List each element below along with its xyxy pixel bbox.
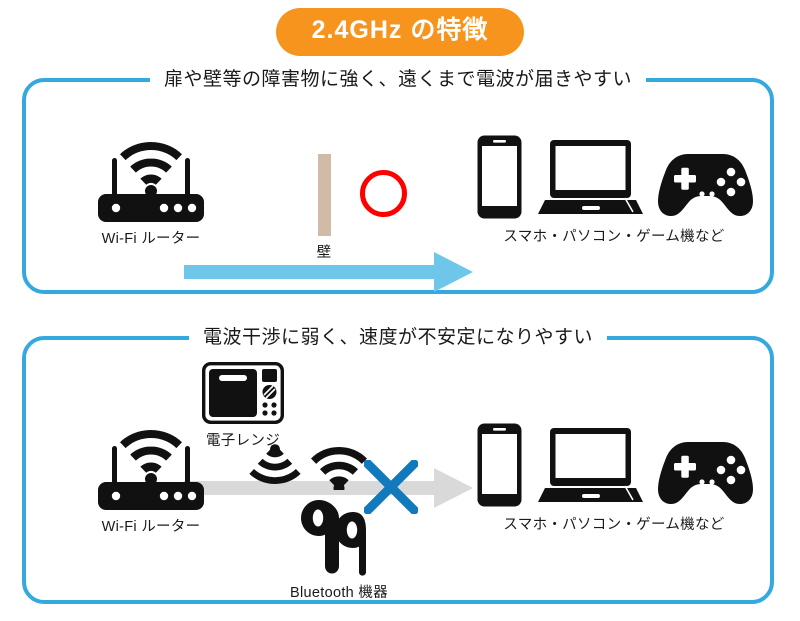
devices-node-disadvantage: スマホ・パソコン・ゲーム機など bbox=[466, 422, 762, 535]
panel-disadvantage-diagram: 電子レンジ bbox=[26, 340, 770, 603]
panel-advantage-diagram: 壁 bbox=[26, 82, 770, 292]
devices-node-advantage: スマホ・パソコン・ゲーム機など bbox=[466, 134, 762, 247]
x-mark-icon bbox=[364, 460, 418, 514]
panel-advantage: 扉や壁等の障害物に強く、遠くまで電波が届きやすい 壁 bbox=[22, 67, 774, 294]
microwave-oven-icon bbox=[202, 362, 284, 424]
router-node-disadvantage: Wi-Fi ルーター bbox=[66, 424, 236, 537]
gamepad-icon bbox=[657, 442, 753, 504]
earbuds-icon bbox=[301, 500, 366, 576]
smartphone-icon bbox=[477, 423, 521, 507]
smartphone-icon bbox=[477, 135, 521, 219]
router-node-advantage: Wi-Fi ルーター bbox=[66, 136, 236, 249]
signal-beam-arrow-gray bbox=[184, 468, 473, 508]
earbuds-node: Bluetooth 機器 bbox=[258, 498, 420, 603]
panel-disadvantage: 電波干渉に弱く、速度が不安定になりやすい 電 bbox=[22, 325, 774, 604]
earbuds-label: Bluetooth 機器 bbox=[290, 585, 388, 601]
wall-label: 壁 bbox=[316, 245, 332, 261]
device-icon-row-disadvantage bbox=[476, 422, 753, 508]
ok-circle-icon bbox=[360, 170, 407, 217]
interference-wave-down-icon bbox=[311, 447, 367, 490]
devices-label-advantage: スマホ・パソコン・ゲーム機など bbox=[503, 229, 725, 245]
signal-beam-arrow-cyan bbox=[184, 252, 473, 292]
router-label-disadvantage: Wi-Fi ルーター bbox=[101, 519, 201, 535]
wifi-router-icon bbox=[98, 430, 204, 510]
gamepad-icon bbox=[657, 154, 753, 216]
wall-icon bbox=[317, 154, 331, 236]
microwave-node: 電子レンジ bbox=[188, 362, 298, 451]
page-title: 2.4GHz の特徴 bbox=[275, 8, 525, 56]
wall-node: 壁 bbox=[294, 154, 354, 263]
title-bar: 2.4GHz の特徴 bbox=[0, 8, 800, 56]
interference-wave-up-icon bbox=[249, 444, 301, 484]
laptop-icon bbox=[537, 428, 643, 502]
laptop-icon bbox=[537, 140, 643, 214]
router-label-advantage: Wi-Fi ルーター bbox=[101, 231, 201, 247]
device-icon-row-advantage bbox=[476, 134, 753, 220]
wifi-router-icon bbox=[98, 142, 204, 222]
devices-label-disadvantage: スマホ・パソコン・ゲーム機など bbox=[503, 517, 725, 533]
microwave-label: 電子レンジ bbox=[206, 433, 280, 449]
